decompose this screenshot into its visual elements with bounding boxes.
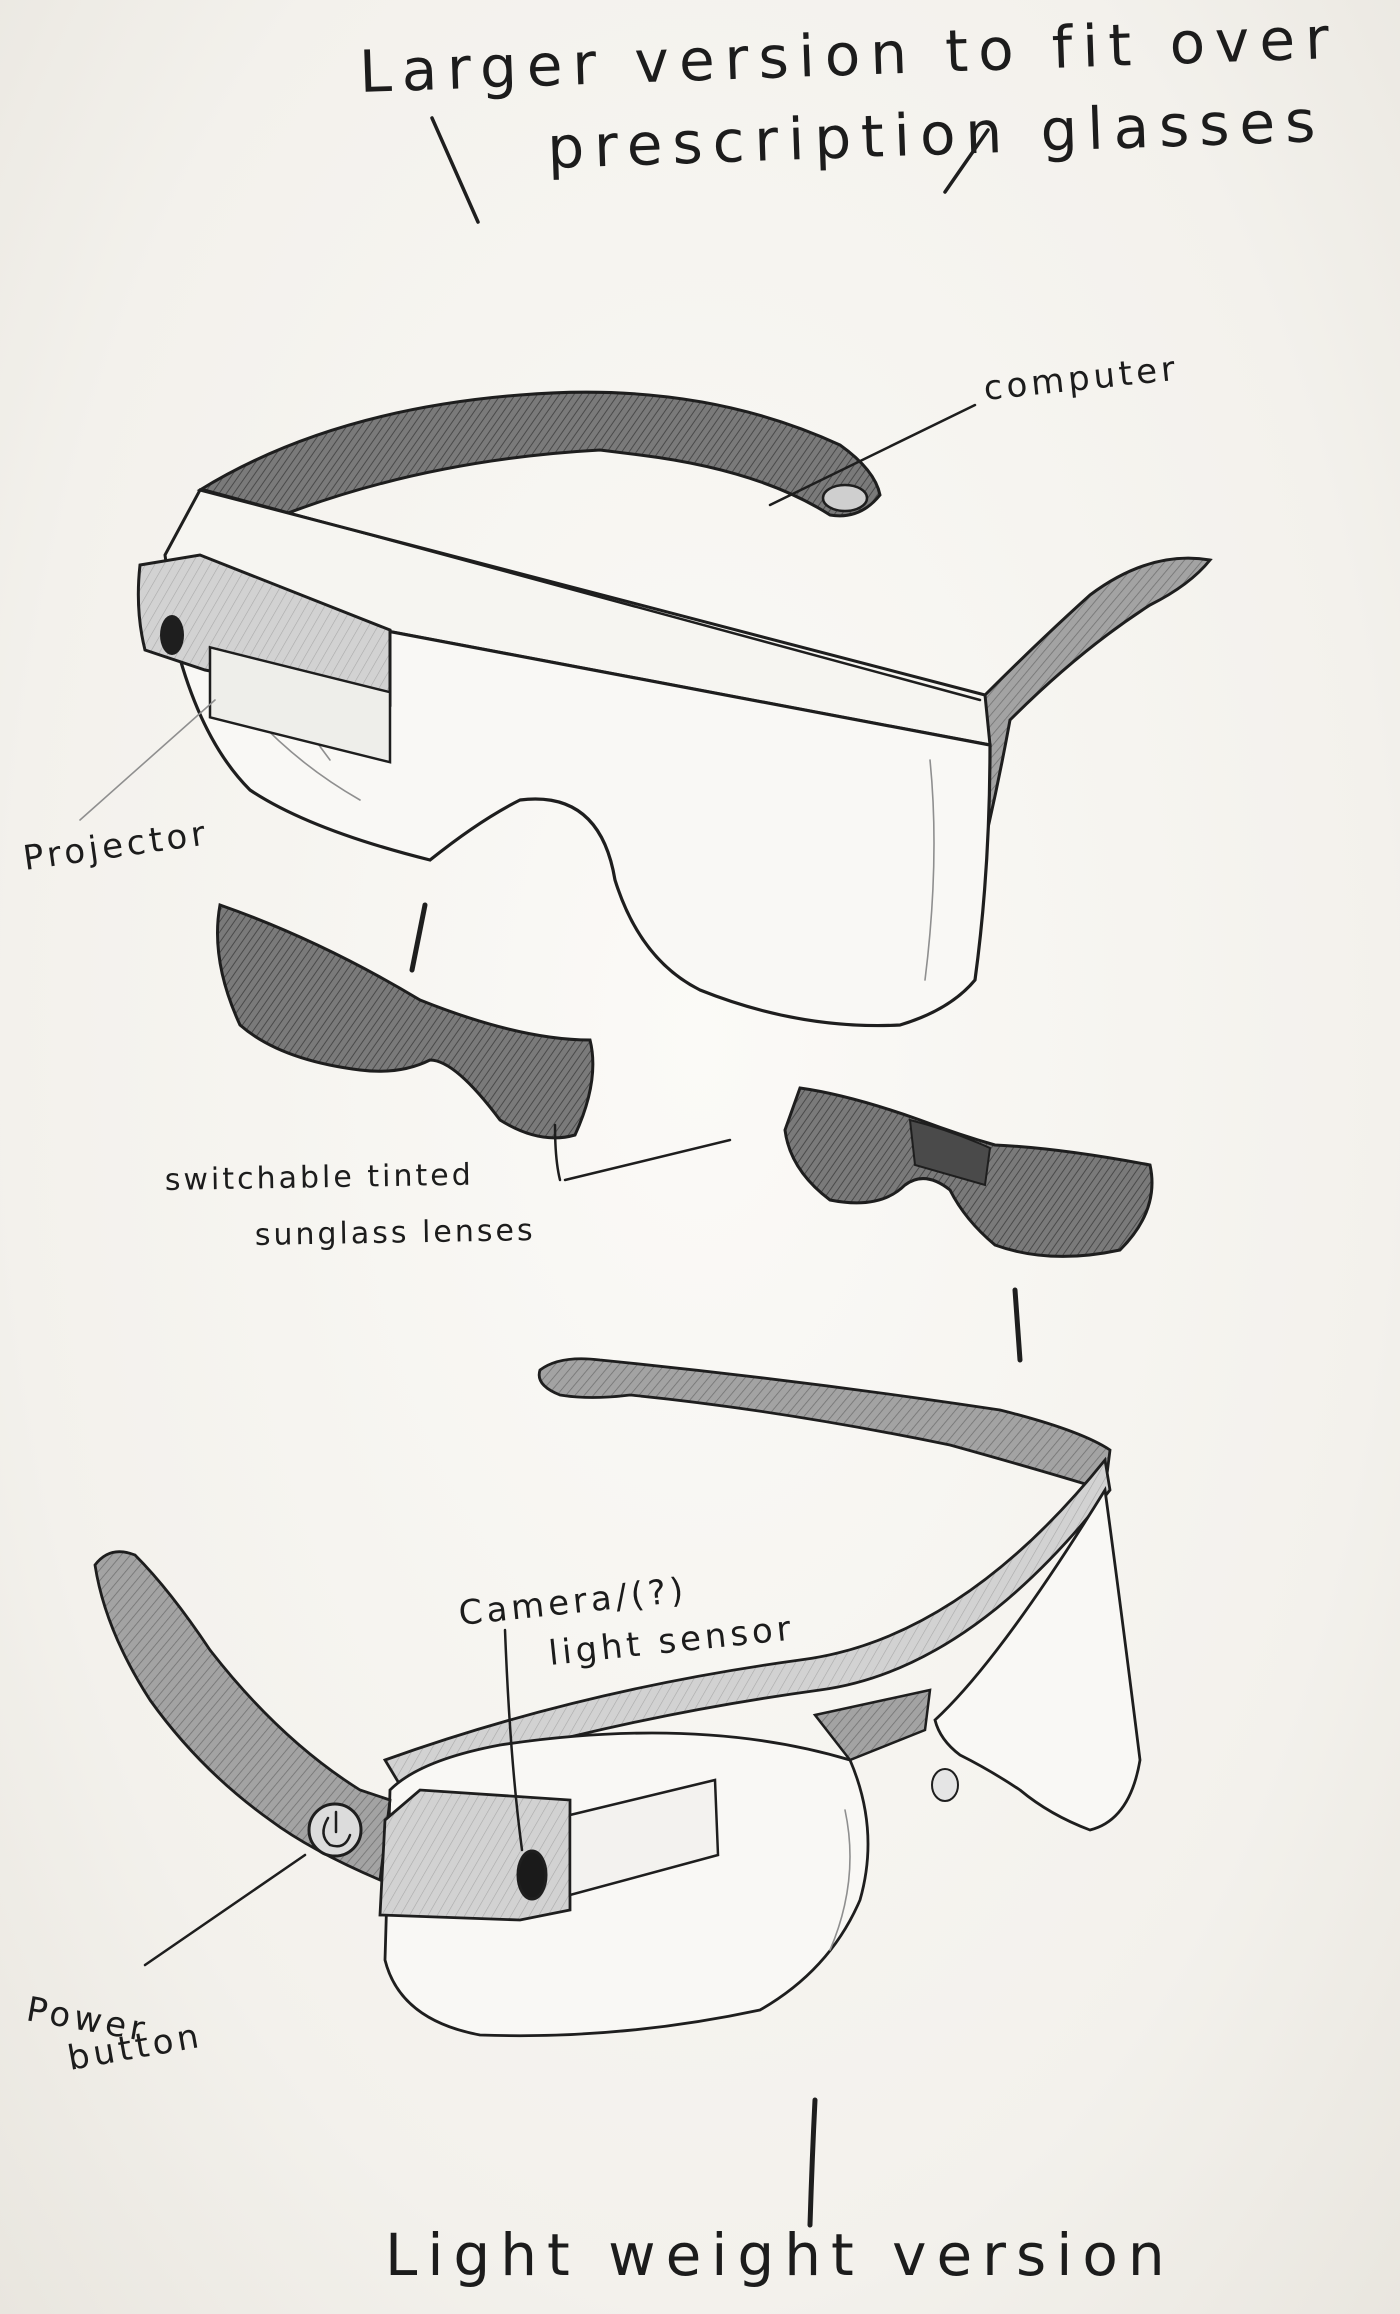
- camera-lens-icon: [518, 1851, 546, 1899]
- bottom-title: Light weight version: [385, 2221, 1175, 2289]
- bottom-title-arrow: [810, 2100, 815, 2225]
- large-projector-lens-icon: [160, 615, 184, 655]
- top-title-line2: prescription glasses: [546, 87, 1326, 182]
- projector-label: Projector: [21, 813, 212, 879]
- power-leader-line: [145, 1855, 305, 1965]
- top-title-arrow-left: [432, 118, 478, 222]
- computer-label: computer: [982, 349, 1181, 409]
- top-title: Larger version to fit over prescription …: [358, 4, 1340, 222]
- nose-pad: [932, 1769, 958, 1801]
- switchable-label-line1: switchable tinted: [165, 1158, 474, 1198]
- lightweight-nose-bridge: [815, 1690, 930, 1760]
- switchable-label-line2: sunglass lenses: [255, 1213, 536, 1253]
- projector-leader-line: [80, 700, 215, 820]
- bottom-title: Light weight version: [385, 2100, 1175, 2289]
- lightweight-back-temple-arm: [539, 1359, 1110, 1490]
- switchable-leader-right: [565, 1140, 730, 1180]
- computer-module-end: [823, 485, 867, 511]
- lens-to-lightweight-arrow: [1015, 1290, 1020, 1360]
- large-to-lens-arrow: [412, 905, 425, 970]
- lightweight-glasses: [95, 1359, 1140, 2036]
- large-tinted-lens: [218, 905, 593, 1138]
